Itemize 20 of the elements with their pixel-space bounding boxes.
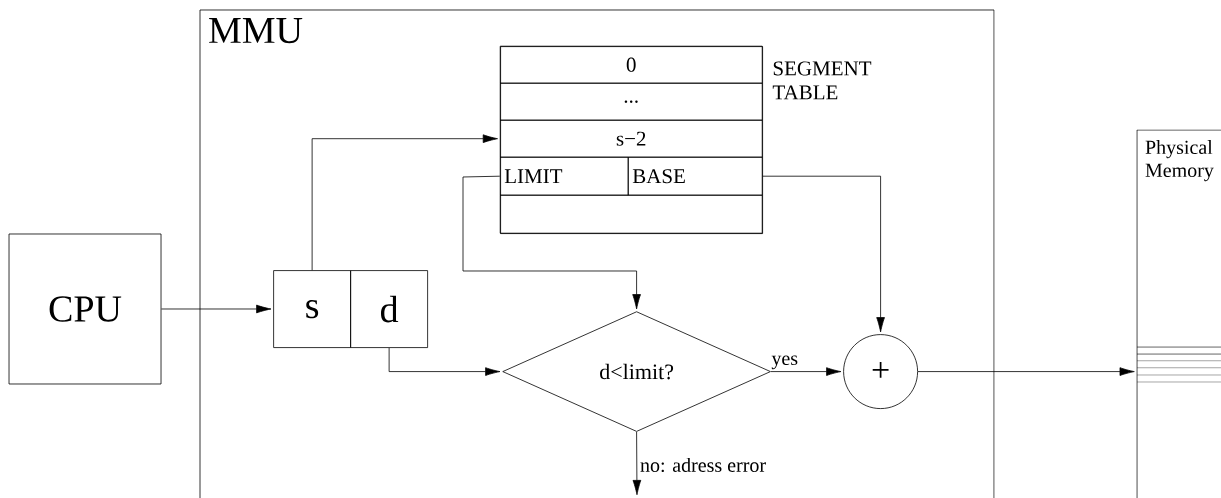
arrow (311, 134, 498, 271)
table-cell: LIMIT (499, 156, 629, 196)
table-cell: BASE (627, 156, 763, 196)
table-row: ... (499, 82, 763, 121)
process-box: s (273, 270, 351, 348)
table-row: 0 (499, 45, 763, 84)
arrow (161, 304, 272, 314)
arrow (388, 347, 501, 376)
table-row (499, 194, 763, 234)
memory-box: Physical Memory (1136, 129, 1221, 498)
arrow (762, 175, 885, 333)
edge-label: no: adress error (639, 456, 768, 474)
process-box: d (350, 270, 428, 348)
table-row: s−2 (499, 119, 763, 158)
table-title: SEGMENT TABLE (772, 61, 872, 100)
arrow (462, 175, 641, 310)
arrow (770, 367, 842, 376)
process-box: CPU (8, 233, 162, 385)
arrow (917, 367, 1135, 376)
edge-label: yes (770, 354, 800, 371)
